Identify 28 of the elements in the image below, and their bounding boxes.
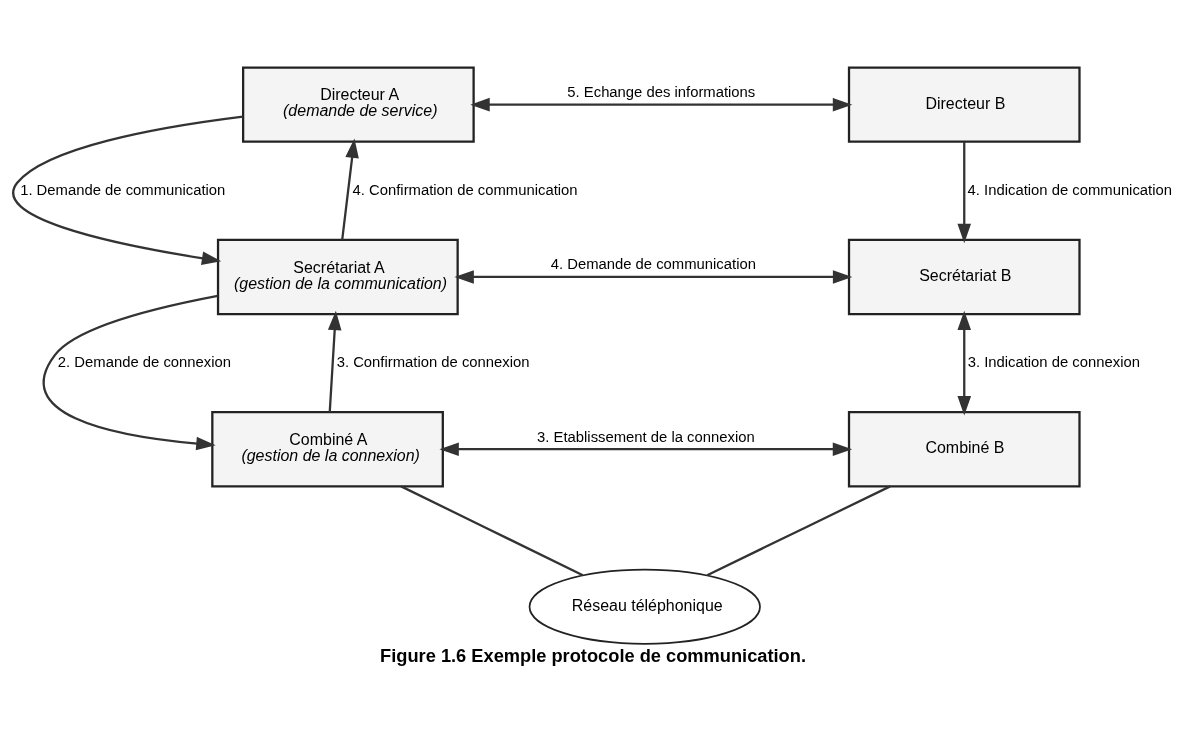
arrow: [470, 97, 853, 111]
caption: Figure 1.6 Exemple protocole de communication.: [380, 644, 807, 666]
edge-label: 3. Etablissement de la connexion: [537, 428, 755, 445]
node-box: Directeur B: [847, 65, 1081, 143]
arrow: [454, 269, 853, 284]
node-box: Directeur A (demande de service): [242, 65, 475, 143]
arrow: [341, 137, 359, 240]
node-box: Secrétariat A (gestion de la communication): [216, 238, 459, 315]
connector: [706, 484, 891, 576]
arrow: [42, 294, 218, 450]
edge-label: 5. Echange des informations: [567, 83, 756, 100]
edge-label: 4. Indication de communication: [967, 181, 1172, 198]
edge-label: 1. Demande de communication: [20, 181, 226, 198]
arrow: [12, 114, 244, 265]
edge-label: 2. Demande de connexion: [57, 353, 231, 370]
connector: [400, 484, 584, 576]
arrow: [327, 310, 342, 412]
edge-label: 3. Indication de connexion: [967, 353, 1140, 370]
node-box: Combiné B: [847, 410, 1081, 487]
edge-label: 3. Confirmation de connexion: [336, 353, 530, 370]
node-ellipse: Réseau téléphonique: [528, 568, 761, 645]
node-box: Secrétariat B: [847, 238, 1081, 315]
node-box: Combiné A (gestion de la connexion): [211, 410, 444, 487]
edge-label: 4. Demande de communication: [550, 255, 756, 272]
edge-label: 4. Confirmation de communication: [352, 181, 578, 198]
arrow: [957, 141, 972, 243]
arrow: [439, 441, 853, 456]
arrow: [957, 310, 972, 416]
